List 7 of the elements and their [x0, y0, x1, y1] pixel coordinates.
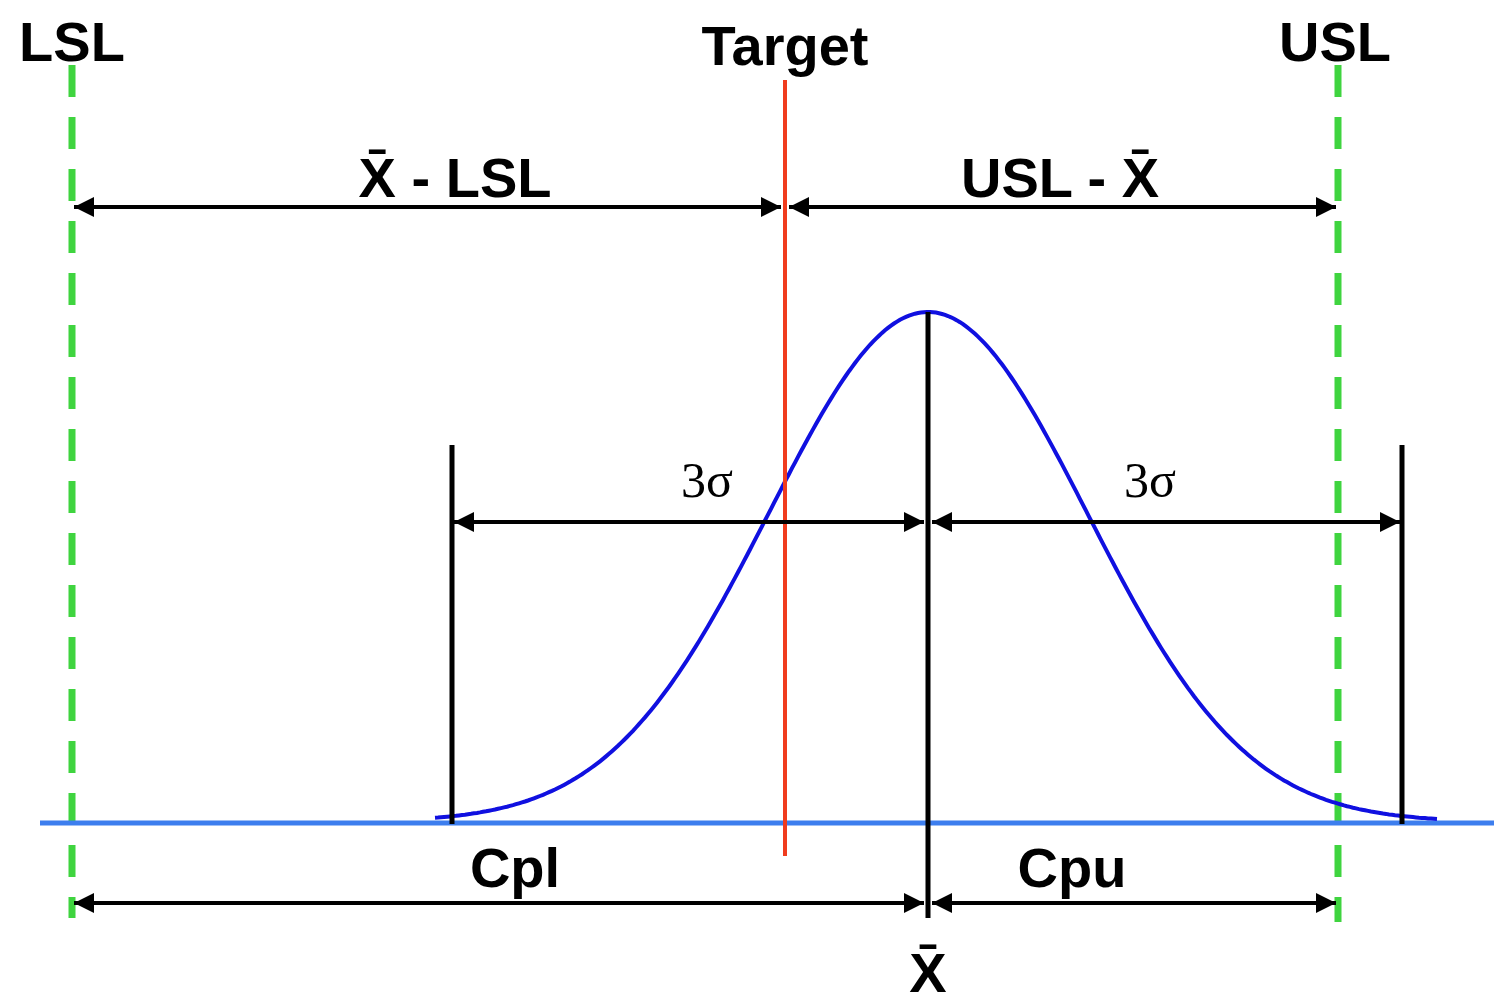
- dimension-label: 3σ: [1124, 455, 1176, 505]
- limit-label: USL: [1279, 14, 1391, 70]
- mean-label: X̄: [909, 945, 947, 1001]
- dimension-label: X̄ - LSL: [358, 150, 552, 206]
- dimension-label: 3σ: [681, 455, 733, 505]
- dimension-label: USL - X̄: [960, 150, 1160, 206]
- limit-label: LSL: [19, 14, 125, 70]
